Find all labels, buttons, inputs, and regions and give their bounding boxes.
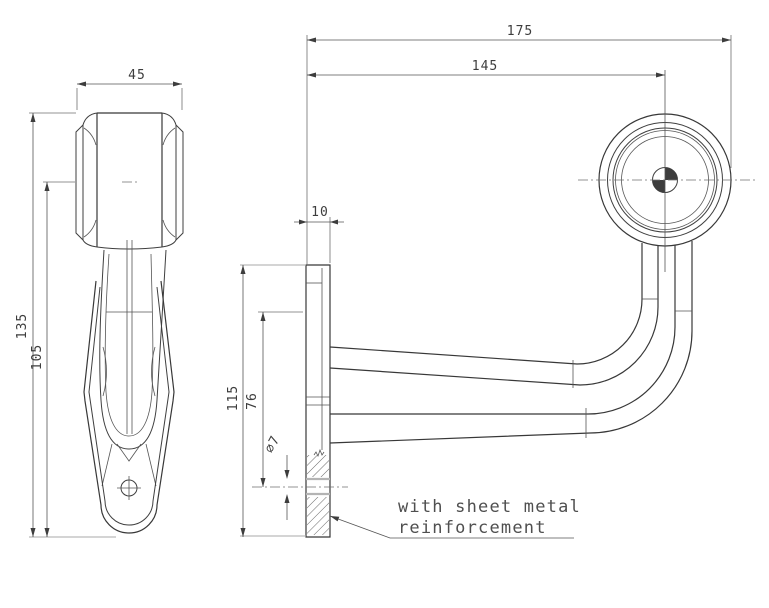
dim-label-overall-length: 175: [507, 24, 533, 39]
dim-label-flange-height: 115: [226, 385, 241, 411]
front-view: 45 135 105: [15, 68, 184, 538]
reinforcement-note: with sheet metal reinforcement: [329, 497, 581, 539]
side-view: 175 145 10 115 76: [226, 24, 757, 539]
dim-label-flange-thickness: 10: [311, 205, 329, 220]
dim-label-hole-diameter: ⌀7: [262, 433, 284, 456]
note-line-2: reinforcement: [398, 518, 547, 538]
front-view-dimensions: 45 135 105: [15, 68, 183, 538]
side-view-dimensions: 175 145 10 115 76: [226, 24, 732, 537]
dim-label-head-width: 45: [128, 68, 146, 83]
break-squiggle: [313, 448, 325, 458]
dim-label-center-length: 145: [472, 59, 498, 74]
mounting-base-front: [83, 280, 175, 534]
base-screw-hole: [117, 476, 141, 500]
mounting-flange: [252, 264, 348, 538]
leader-arrow: [330, 516, 340, 522]
dim-label-overall-height: 135: [15, 313, 30, 339]
dim-label-hole-offset: 76: [245, 392, 260, 410]
leader-line: [329, 515, 574, 539]
reinforcement-hatch-lower: [307, 497, 329, 535]
reinforcement-hatch-upper: [307, 455, 329, 477]
lamp-head-front: [75, 112, 184, 250]
lamp-head-side: [578, 70, 757, 272]
note-line-1: with sheet metal: [398, 497, 581, 517]
dim-label-center-height: 105: [30, 344, 45, 370]
rubber-arm-front: [99, 240, 167, 487]
rubber-arm-side: [329, 241, 693, 444]
